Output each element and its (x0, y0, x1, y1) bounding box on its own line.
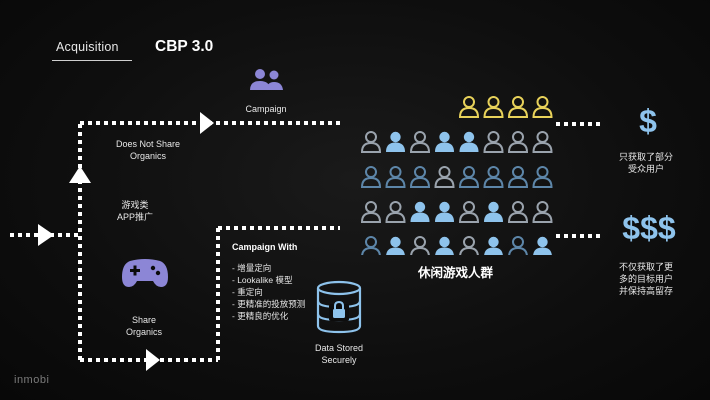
person-icon (434, 166, 455, 188)
person-icon (459, 236, 479, 255)
person-icon (508, 166, 528, 188)
person-icon (410, 131, 430, 153)
arrow-right-icon (146, 349, 160, 371)
person-icon (508, 131, 528, 153)
person-icon (459, 201, 479, 223)
person-icon (386, 236, 405, 255)
campaign-label: Campaign (245, 104, 287, 114)
person-icon (532, 131, 553, 153)
person-icon (508, 236, 528, 255)
campaign-with-list: - 增量定向 - Lookalike 模型 - 重定向 - 更精准的投放预测 -… (232, 262, 305, 322)
person-icon (508, 201, 528, 223)
full-result-line1: 不仅获取了更 (618, 262, 673, 272)
gamepad-icon (122, 259, 168, 287)
brand-logo: inmobi (14, 374, 50, 386)
database-lock-icon (316, 280, 362, 334)
person-icon (435, 131, 454, 152)
game-app-label-line2: APP推广 (116, 212, 153, 222)
person-icon (459, 96, 479, 118)
person-icon (533, 236, 552, 255)
no-share-label-line2: Organics (129, 151, 166, 161)
person-icon (361, 236, 381, 255)
person-icon (435, 201, 454, 222)
person-icon (459, 131, 479, 152)
person-icon (385, 166, 406, 188)
no-share-label-line1: Does Not Share (115, 139, 181, 149)
person-icon (508, 96, 528, 118)
dollar-icon: $ (639, 103, 657, 139)
person-icon (361, 201, 381, 223)
person-icon (484, 236, 503, 255)
share-label-line2: Organics (125, 327, 162, 337)
partial-result-line2: 受众用户 (627, 164, 664, 174)
arrow-right-icon (200, 112, 214, 134)
person-icon (483, 131, 504, 153)
full-result-line3: 并保持高留存 (618, 286, 673, 296)
person-icon (361, 131, 381, 153)
person-icon (435, 236, 454, 255)
person-icon (459, 166, 479, 188)
list-item: - Lookalike 模型 (232, 275, 293, 285)
section-label: Acquisition (56, 40, 119, 54)
data-stored-line1: Data Stored (314, 343, 364, 353)
arrow-right-icon (38, 224, 54, 246)
arrow-up-icon (69, 166, 91, 183)
person-icon (410, 166, 430, 188)
person-icon (385, 201, 406, 223)
audience-grid (361, 96, 553, 255)
person-icon (483, 96, 504, 118)
person-icon (361, 166, 381, 188)
list-item: - 更精良的优化 (232, 311, 289, 321)
person-icon (386, 131, 405, 152)
audience-label: 休闲游戏人群 (418, 266, 494, 280)
person-icon (532, 201, 553, 223)
partial-result-line1: 只获取了部分 (618, 152, 673, 162)
person-icon (410, 236, 430, 255)
person-icon (532, 166, 553, 188)
person-icon (532, 96, 553, 118)
people-group-icon (250, 69, 283, 90)
person-icon (483, 166, 504, 188)
data-stored-line2: Securely (321, 355, 357, 365)
list-item: - 增量定向 (232, 263, 272, 273)
list-item: - 更精准的投放预测 (232, 299, 306, 309)
list-item: - 重定向 (232, 287, 263, 297)
page-title: CBP 3.0 (155, 38, 214, 55)
share-label-line1: Share (131, 315, 157, 325)
campaign-with-title: Campaign With (232, 242, 298, 252)
section-underline (52, 60, 132, 61)
game-app-label-line1: 游戏类 (121, 200, 149, 210)
person-icon (410, 201, 430, 222)
full-result-line2: 多的目标用户 (618, 274, 673, 284)
triple-dollar-icon: $$$ (622, 210, 676, 246)
person-icon (484, 201, 503, 222)
